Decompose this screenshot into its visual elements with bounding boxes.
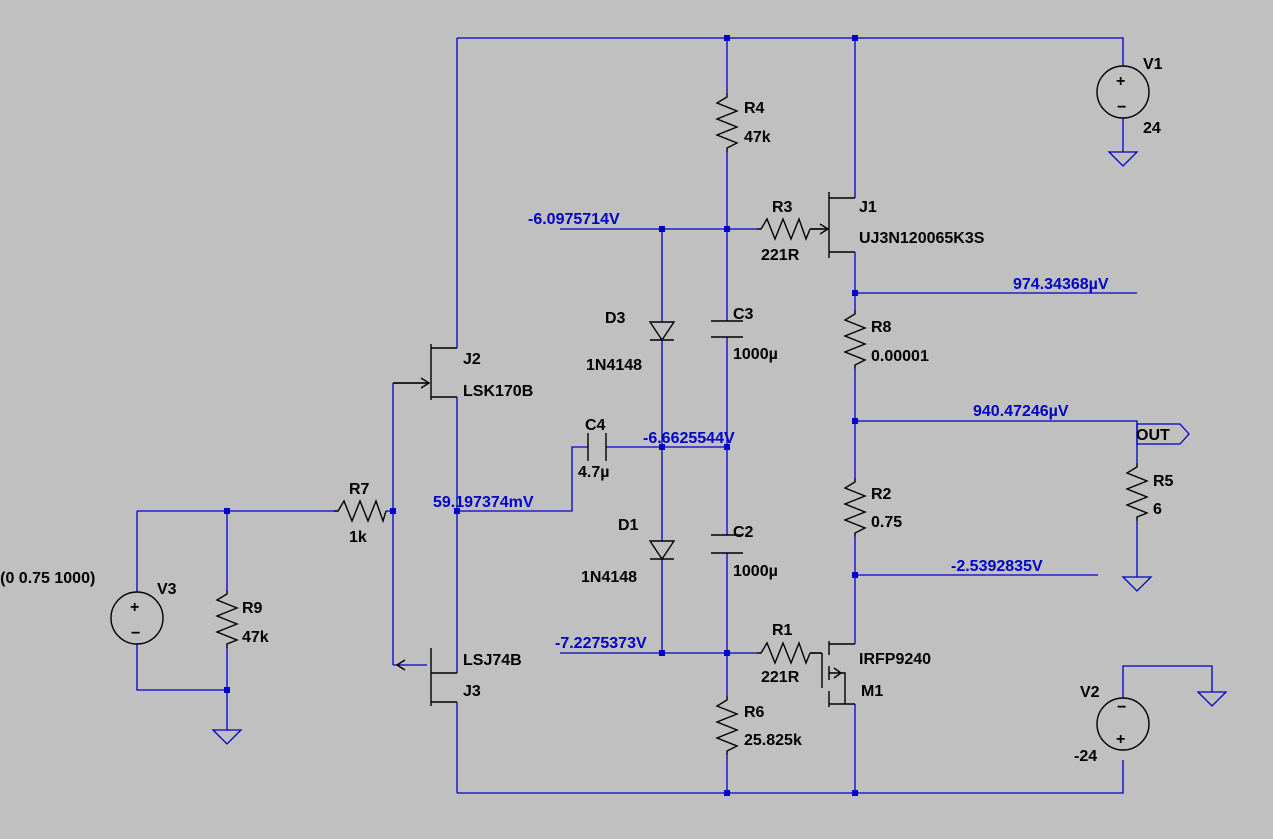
v3-label: V3 <box>157 581 177 598</box>
v1-plus-icon: + <box>1116 73 1125 90</box>
v2-plus-icon: + <box>1116 731 1125 748</box>
node-voltage-j-output: 59.197374mV <box>433 494 534 511</box>
diode-d3[interactable]: D3 1N4148 <box>586 310 676 374</box>
c3-label: C3 <box>733 306 754 323</box>
j1-value: UJ3N120065K3S <box>859 230 985 247</box>
v2-value: -24 <box>1074 748 1097 765</box>
node-voltage-mid-bias: -6.6625544V <box>643 430 735 447</box>
resistor-r4[interactable]: R4 47k <box>715 93 771 152</box>
j2-value: LSK170B <box>463 383 533 400</box>
v1-value: 24 <box>1143 120 1161 137</box>
voltage-source-v3[interactable]: + − V3 IE(0 0.75 1000) <box>0 570 177 645</box>
jfet-j2[interactable]: J2 LSK170B <box>393 344 533 400</box>
v1-label: V1 <box>1143 56 1163 73</box>
c4-value: 4.7µ <box>578 464 609 481</box>
v1-minus-icon: − <box>1117 99 1126 116</box>
j1-label: J1 <box>859 199 877 216</box>
node-voltage-m1-source: -2.5392835V <box>951 558 1043 575</box>
node-voltage-r8-top: 974.34368µV <box>1013 276 1109 293</box>
resistor-r5[interactable]: R5 6 <box>1125 463 1174 521</box>
d1-value: 1N4148 <box>581 569 637 586</box>
r4-value: 47k <box>744 129 771 146</box>
r3-value: 221R <box>761 247 800 264</box>
resistor-r1[interactable]: R1 221R <box>757 622 811 686</box>
d3-label: D3 <box>605 310 626 327</box>
v3-minus-icon: − <box>131 625 140 642</box>
r2-value: 0.75 <box>871 514 902 531</box>
c2-label: C2 <box>733 524 754 541</box>
node-voltage-lower-gate: -7.2275373V <box>555 635 647 652</box>
d1-label: D1 <box>618 517 639 534</box>
resistor-r8[interactable]: R8 0.00001 <box>843 310 929 369</box>
m1-value: IRFP9240 <box>859 651 931 668</box>
voltage-source-v2[interactable]: − + V2 -24 <box>1074 684 1150 765</box>
node-voltage-output: 940.47246µV <box>973 403 1069 420</box>
r3-label: R3 <box>772 199 793 216</box>
ground-symbols <box>211 151 1228 745</box>
resistor-r7[interactable]: R7 1k <box>334 481 387 546</box>
capacitor-c3[interactable]: C3 1000µ <box>711 306 778 363</box>
v3-plus-icon: + <box>130 599 139 616</box>
m1-label: M1 <box>861 683 883 700</box>
resistor-r6[interactable]: R6 25.825k <box>715 696 802 755</box>
jfet-j1[interactable]: J1 UJ3N120065K3S <box>810 192 985 258</box>
jfet-j3[interactable]: LSJ74B J3 <box>395 648 522 706</box>
r6-value: 25.825k <box>744 732 802 749</box>
resistor-r3[interactable]: R3 221R <box>757 199 811 264</box>
v3-value: IE(0 0.75 1000) <box>0 570 95 587</box>
output-port-label: OUT <box>1136 427 1170 444</box>
j3-value: LSJ74B <box>463 652 522 669</box>
r9-label: R9 <box>242 600 263 617</box>
v2-minus-icon: − <box>1117 699 1126 716</box>
mosfet-m1[interactable]: IRFP9240 M1 <box>810 641 931 707</box>
c4-label: C4 <box>585 417 606 434</box>
diode-d1[interactable]: D1 1N4148 <box>581 517 676 586</box>
r9-value: 47k <box>242 629 269 646</box>
capacitor-c4[interactable]: C4 4.7µ <box>578 417 609 481</box>
c3-value: 1000µ <box>733 346 778 363</box>
r1-label: R1 <box>772 622 793 639</box>
r5-value: 6 <box>1153 501 1162 518</box>
j2-label: J2 <box>463 351 481 368</box>
node-voltage-labels: -6.0975714V -6.6625544V -7.2275373V 59.1… <box>433 211 1109 652</box>
r5-label: R5 <box>1153 473 1174 490</box>
r4-label: R4 <box>744 100 765 117</box>
junction-dots <box>224 35 858 796</box>
voltage-source-v1[interactable]: + − V1 24 <box>1096 56 1163 137</box>
resistor-r2[interactable]: R2 0.75 <box>843 478 902 537</box>
r8-label: R8 <box>871 319 892 336</box>
r7-label: R7 <box>349 481 370 498</box>
r7-value: 1k <box>349 529 367 546</box>
d3-value: 1N4148 <box>586 357 642 374</box>
r2-label: R2 <box>871 486 892 503</box>
capacitor-c2[interactable]: C2 1000µ <box>711 524 778 580</box>
v2-label: V2 <box>1080 684 1100 701</box>
node-voltage-upper-gate: -6.0975714V <box>528 211 620 228</box>
r6-label: R6 <box>744 704 765 721</box>
r1-value: 221R <box>761 669 800 686</box>
c2-value: 1000µ <box>733 563 778 580</box>
resistor-r9[interactable]: R9 47k <box>215 590 269 648</box>
output-port[interactable]: OUT <box>1136 423 1190 445</box>
j3-label: J3 <box>463 683 481 700</box>
r8-value: 0.00001 <box>871 348 929 365</box>
